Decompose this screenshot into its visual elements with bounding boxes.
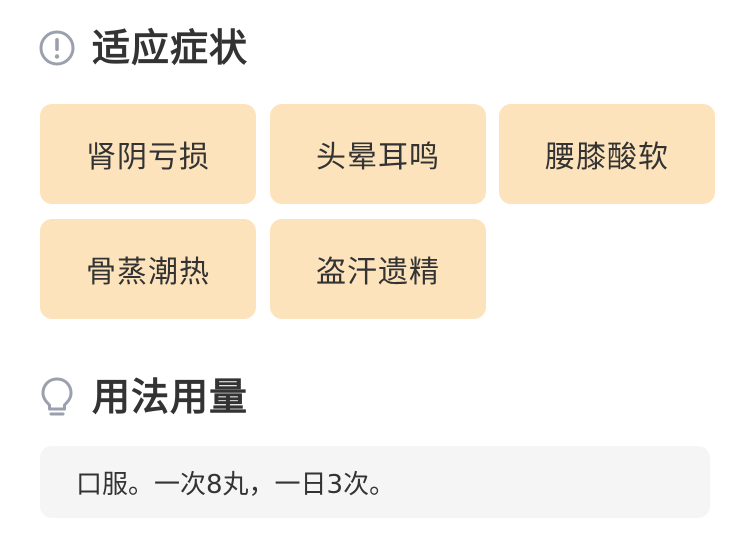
indication-tag[interactable]: 肾阴亏损 bbox=[40, 104, 256, 204]
indication-tag[interactable]: 头晕耳鸣 bbox=[270, 104, 486, 204]
usage-title: 用法用量 bbox=[92, 375, 249, 419]
indication-tag-label: 骨蒸潮热 bbox=[86, 255, 210, 290]
usage-text: 口服。一次8丸，一日3次。 bbox=[76, 469, 396, 500]
lightbulb-icon bbox=[38, 377, 76, 416]
indication-tag-label: 肾阴亏损 bbox=[86, 140, 210, 175]
usage-instructions-box: 口服。一次8丸，一日3次。 bbox=[40, 446, 710, 518]
indication-tag[interactable]: 腰膝酸软 bbox=[499, 104, 715, 204]
indication-tag-label: 腰膝酸软 bbox=[545, 140, 669, 175]
indication-tag[interactable]: 盗汗遗精 bbox=[270, 219, 486, 319]
indications-section-header: 适应症状 bbox=[38, 29, 248, 67]
indication-tag-label: 头晕耳鸣 bbox=[316, 140, 440, 175]
indications-title: 适应症状 bbox=[92, 26, 249, 70]
indication-tag-label: 盗汗遗精 bbox=[316, 255, 440, 290]
usage-section-header: 用法用量 bbox=[38, 375, 249, 419]
info-circle-icon bbox=[38, 29, 76, 67]
indication-tag[interactable]: 骨蒸潮热 bbox=[40, 219, 256, 319]
